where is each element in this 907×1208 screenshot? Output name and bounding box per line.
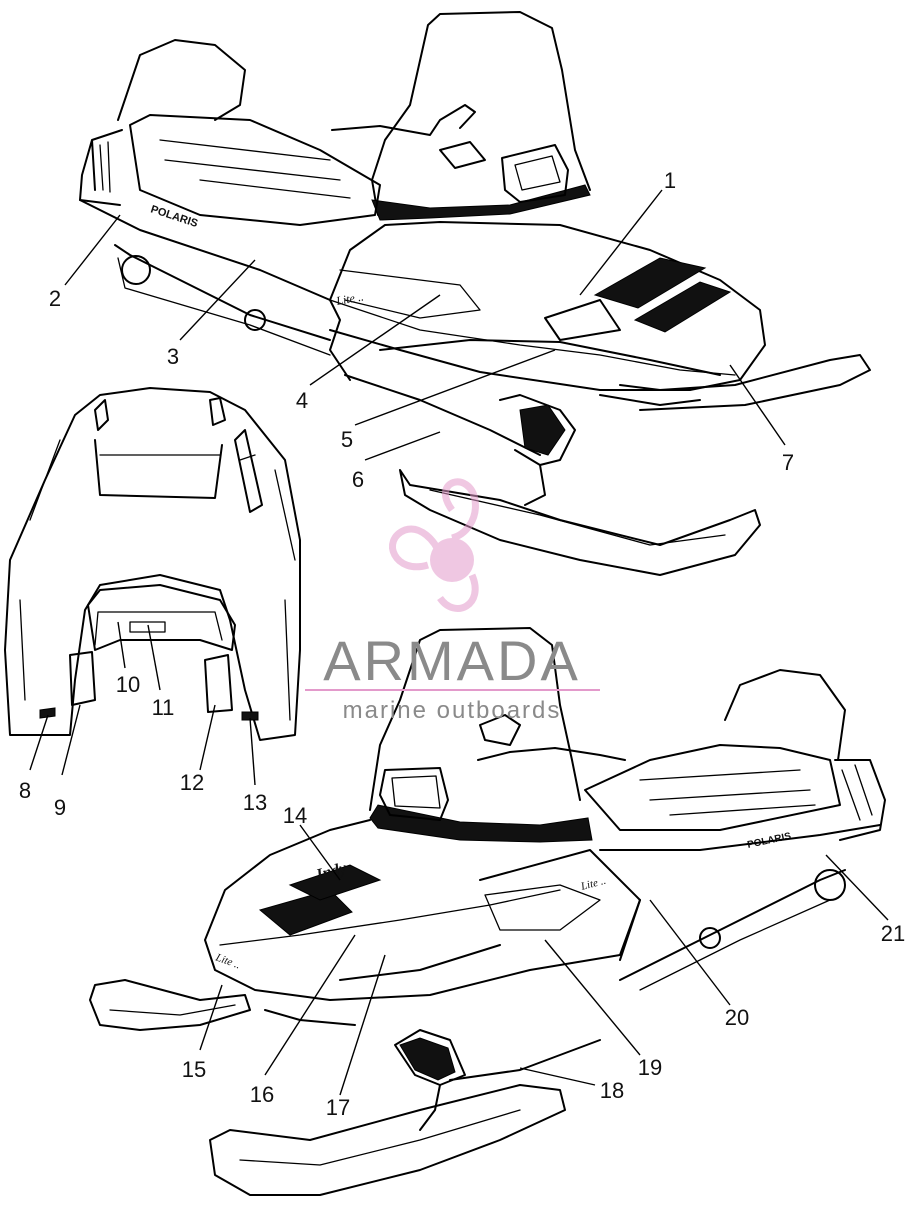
snowmobile-top-view: POLARIS Lite .. bbox=[79, 11, 871, 576]
armada-logo bbox=[389, 478, 479, 612]
svg-text:Lite ..: Lite .. bbox=[334, 289, 365, 308]
hood-detail-view bbox=[4, 387, 301, 741]
watermark-tagline: marine outboards bbox=[343, 697, 562, 724]
callout-12: 12 bbox=[180, 770, 204, 795]
leader-lines bbox=[29, 189, 889, 1096]
callout-14: 14 bbox=[283, 803, 307, 828]
callout-10: 10 bbox=[116, 672, 140, 697]
callout-2: 2 bbox=[49, 286, 61, 311]
callout-20: 20 bbox=[725, 1005, 749, 1030]
callout-9: 9 bbox=[54, 795, 66, 820]
callout-numbers: 1 2 3 4 5 6 7 8 9 10 11 12 13 14 15 16 1… bbox=[19, 168, 905, 1120]
callout-8: 8 bbox=[19, 778, 31, 803]
callout-5: 5 bbox=[341, 427, 353, 452]
svg-text:POLARIS: POLARIS bbox=[149, 203, 199, 230]
callout-17: 17 bbox=[326, 1095, 350, 1120]
callout-3: 3 bbox=[167, 344, 179, 369]
svg-text:Lite ..: Lite .. bbox=[213, 951, 242, 971]
callout-21: 21 bbox=[881, 921, 905, 946]
callout-13: 13 bbox=[243, 790, 267, 815]
callout-6: 6 bbox=[352, 467, 364, 492]
callout-4: 4 bbox=[296, 388, 308, 413]
callout-18: 18 bbox=[600, 1078, 624, 1103]
callout-16: 16 bbox=[250, 1082, 274, 1107]
callout-11: 11 bbox=[152, 695, 175, 720]
callout-15: 15 bbox=[182, 1057, 206, 1082]
callout-7: 7 bbox=[782, 450, 794, 475]
snowmobile-bottom-view: POLARIS Lite .. Indy Lite .. bbox=[89, 627, 886, 1196]
callout-19: 19 bbox=[638, 1055, 662, 1080]
watermark-brand: ARMADA bbox=[323, 629, 581, 692]
callout-1: 1 bbox=[664, 168, 676, 193]
svg-text:Lite ..: Lite .. bbox=[579, 875, 608, 893]
